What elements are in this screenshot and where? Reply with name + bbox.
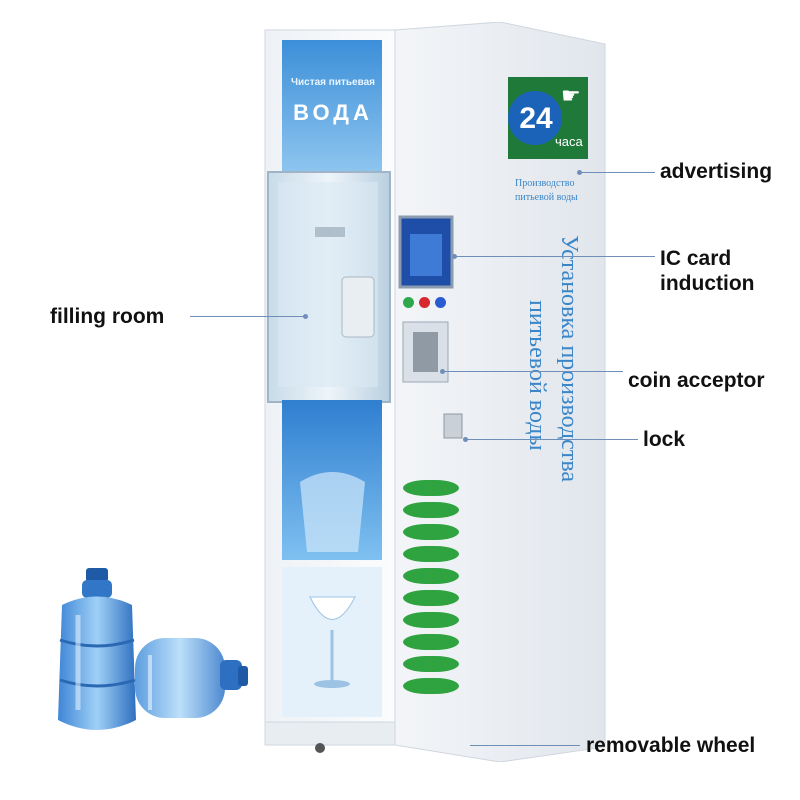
machine-caption-line2: питьевой воды	[515, 192, 578, 203]
machine-caption-line1: Производство	[515, 178, 575, 189]
callout-coin-acceptor: coin acceptor	[628, 369, 765, 392]
callout-filling-room: filling room	[50, 305, 165, 328]
side-vertical-text-line1: Установка производства	[556, 235, 582, 482]
process-step	[403, 590, 459, 606]
process-step	[403, 524, 459, 540]
process-step	[403, 634, 459, 650]
process-step	[403, 546, 459, 562]
sign-hours-word: часа	[555, 134, 583, 149]
red-button[interactable]	[419, 297, 430, 308]
blue-button[interactable]	[435, 297, 446, 308]
side-vertical-text-line2: питьевой воды	[524, 300, 550, 451]
callout-ic-card-line1: IC card	[660, 247, 732, 270]
banner-main-word: ВОДА	[293, 100, 373, 125]
process-step	[403, 656, 459, 672]
lying-bottle	[135, 638, 248, 718]
water-bottles-illustration	[58, 568, 248, 730]
leader-dot-ic-card	[452, 254, 457, 259]
vending-machine-body	[264, 22, 606, 762]
leader-dot-filling-room	[303, 314, 308, 319]
banner-top-line: Чистая питьевая	[290, 77, 375, 88]
callout-lock: lock	[643, 428, 686, 451]
leader-ic-card	[455, 256, 655, 257]
callout-ic-card-line2: induction	[660, 272, 755, 295]
green-button[interactable]	[403, 297, 414, 308]
leader-lock	[466, 439, 638, 440]
process-step	[403, 502, 459, 518]
process-step	[403, 568, 459, 584]
hand-pointer-icon: ☛	[561, 83, 581, 108]
leader-removable-wheel	[470, 745, 580, 746]
leader-dot-lock	[463, 437, 468, 442]
leader-coin-acceptor	[443, 371, 623, 372]
callout-removable-wheel: removable wheel	[586, 734, 756, 757]
standing-bottle	[58, 568, 136, 730]
leader-dot-coin-acceptor	[440, 369, 445, 374]
callout-advertising: advertising	[660, 160, 773, 183]
process-step	[403, 612, 459, 628]
leader-filling-room	[190, 316, 305, 317]
sign-24-number: 24	[519, 102, 553, 135]
leader-advertising	[580, 172, 655, 173]
process-step	[403, 480, 459, 496]
leader-dot-advertising	[577, 170, 582, 175]
process-step	[403, 678, 459, 694]
